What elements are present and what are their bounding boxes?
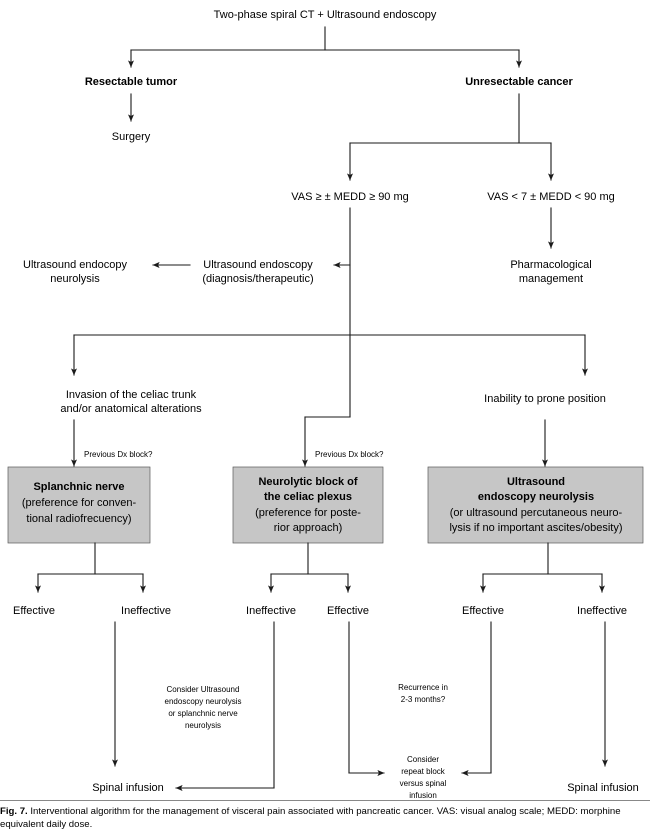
outcome-ultrasound-effective: Effective	[462, 605, 504, 617]
node-resectable-tumor: Resectable tumor	[85, 76, 178, 88]
node-pharmacological-line2: management	[519, 273, 583, 285]
annotation-repeat-block-line4: infusion	[409, 791, 437, 800]
node-us-endoscopy-line1: Ultrasound endoscopy	[203, 259, 313, 271]
annotation-consider-us-line3: or splanchnic nerve	[168, 709, 238, 718]
node-invasion-line1: Invasion of the celiac trunk	[66, 389, 197, 401]
box-ultrasound-endoscopy-neurolysis[interactable]	[427, 466, 644, 544]
edge-unresectable-vas-split	[347, 93, 555, 181]
edge-neurolytic-ineffective-to-spinal	[175, 621, 275, 792]
annotation-consider-us-line4: neurolysis	[185, 721, 221, 730]
annotation-recurrence-line2: 2-3 months?	[401, 695, 446, 704]
node-vas-low: VAS < 7 ± MEDD < 90 mg	[487, 191, 615, 203]
node-surgery: Surgery	[112, 131, 151, 143]
node-us-neurolysis-line1: Ultrasound endocopy	[23, 259, 127, 271]
outcome-splanchnic-ineffective: Ineffective	[121, 605, 171, 617]
caption-divider	[0, 800, 650, 801]
box-ultrasound-line3: (or ultrasound percutaneous neuro-	[450, 507, 623, 519]
box-splanchnic-nerve[interactable]	[7, 466, 151, 544]
edge-root-split	[128, 26, 523, 68]
terminal-spinal-infusion-left: Spinal infusion	[92, 782, 164, 794]
node-invasion-line2: and/or anatomical alterations	[60, 403, 202, 415]
annotation-repeat-block-line1: Consider	[407, 755, 439, 764]
edge-trunk-jog-middle	[302, 416, 351, 467]
box-neurolytic-line4: rior approach)	[274, 522, 342, 534]
box-neurolytic-line2: the celiac plexus	[264, 491, 352, 503]
node-prone-position: Inability to prone position	[484, 393, 606, 405]
label-previous-dx-block-left: Previous Dx block?	[84, 450, 153, 459]
box-ultrasound-line2: endoscopy neurolysis	[478, 491, 594, 503]
node-pharmacological-line1: Pharmacological	[510, 259, 591, 271]
node-root-label: Two-phase spiral CT + Ultrasound endosco…	[214, 9, 437, 21]
box-splanchnic-line2: (preference for conven-	[22, 497, 137, 509]
edge-trunk-split-lr	[71, 334, 589, 376]
figure-caption-text: Interventional algorithm for the managem…	[0, 806, 621, 830]
annotation-consider-us-line2: endoscopy neurolysis	[165, 697, 242, 706]
box-neurolytic-line1: Neurolytic block of	[258, 476, 357, 488]
annotation-repeat-block-line2: repeat block	[401, 767, 446, 776]
node-unresectable-cancer: Unresectable cancer	[465, 76, 573, 88]
box-ultrasound-line1: Ultrasound	[507, 476, 565, 488]
box-splanchnic-line3: tional radiofrecuency)	[26, 513, 131, 525]
label-previous-dx-block-middle: Previous Dx block?	[315, 450, 384, 459]
outcome-splanchnic-effective: Effective	[13, 605, 55, 617]
edge-ultrasound-effective-to-repeat	[461, 621, 492, 777]
annotation-consider-us-line1: Consider Ultrasound	[167, 685, 240, 694]
figure-caption: Fig. 7. Interventional algorithm for the…	[0, 806, 650, 831]
terminal-spinal-infusion-right: Spinal infusion	[567, 782, 639, 794]
outcome-ultrasound-ineffective: Ineffective	[577, 605, 627, 617]
edge-neurolytic-effective-to-repeat	[348, 621, 385, 776]
edge-splanchnic-outcomes	[35, 542, 147, 593]
node-us-endoscopy-line2: (diagnosis/therapeutic)	[202, 273, 313, 285]
annotation-repeat-block-line3: versus spinal	[400, 779, 447, 788]
outcome-neurolytic-effective: Effective	[327, 605, 369, 617]
box-splanchnic-line1: Splanchnic nerve	[33, 481, 124, 493]
edge-ultrasound-outcomes	[480, 542, 606, 593]
figure-number: Fig. 7.	[0, 806, 28, 817]
box-ultrasound-line4: lysis if no important ascites/obesity)	[449, 522, 622, 534]
node-vas-high: VAS ≥ ± MEDD ≥ 90 mg	[291, 191, 409, 203]
node-us-neurolysis-line2: neurolysis	[50, 273, 100, 285]
edge-neurolytic-outcomes	[268, 542, 352, 593]
outcome-neurolytic-ineffective: Ineffective	[246, 605, 296, 617]
box-neurolytic-line3: (preference for poste-	[255, 507, 361, 519]
annotation-recurrence-line1: Recurrence in	[398, 683, 448, 692]
